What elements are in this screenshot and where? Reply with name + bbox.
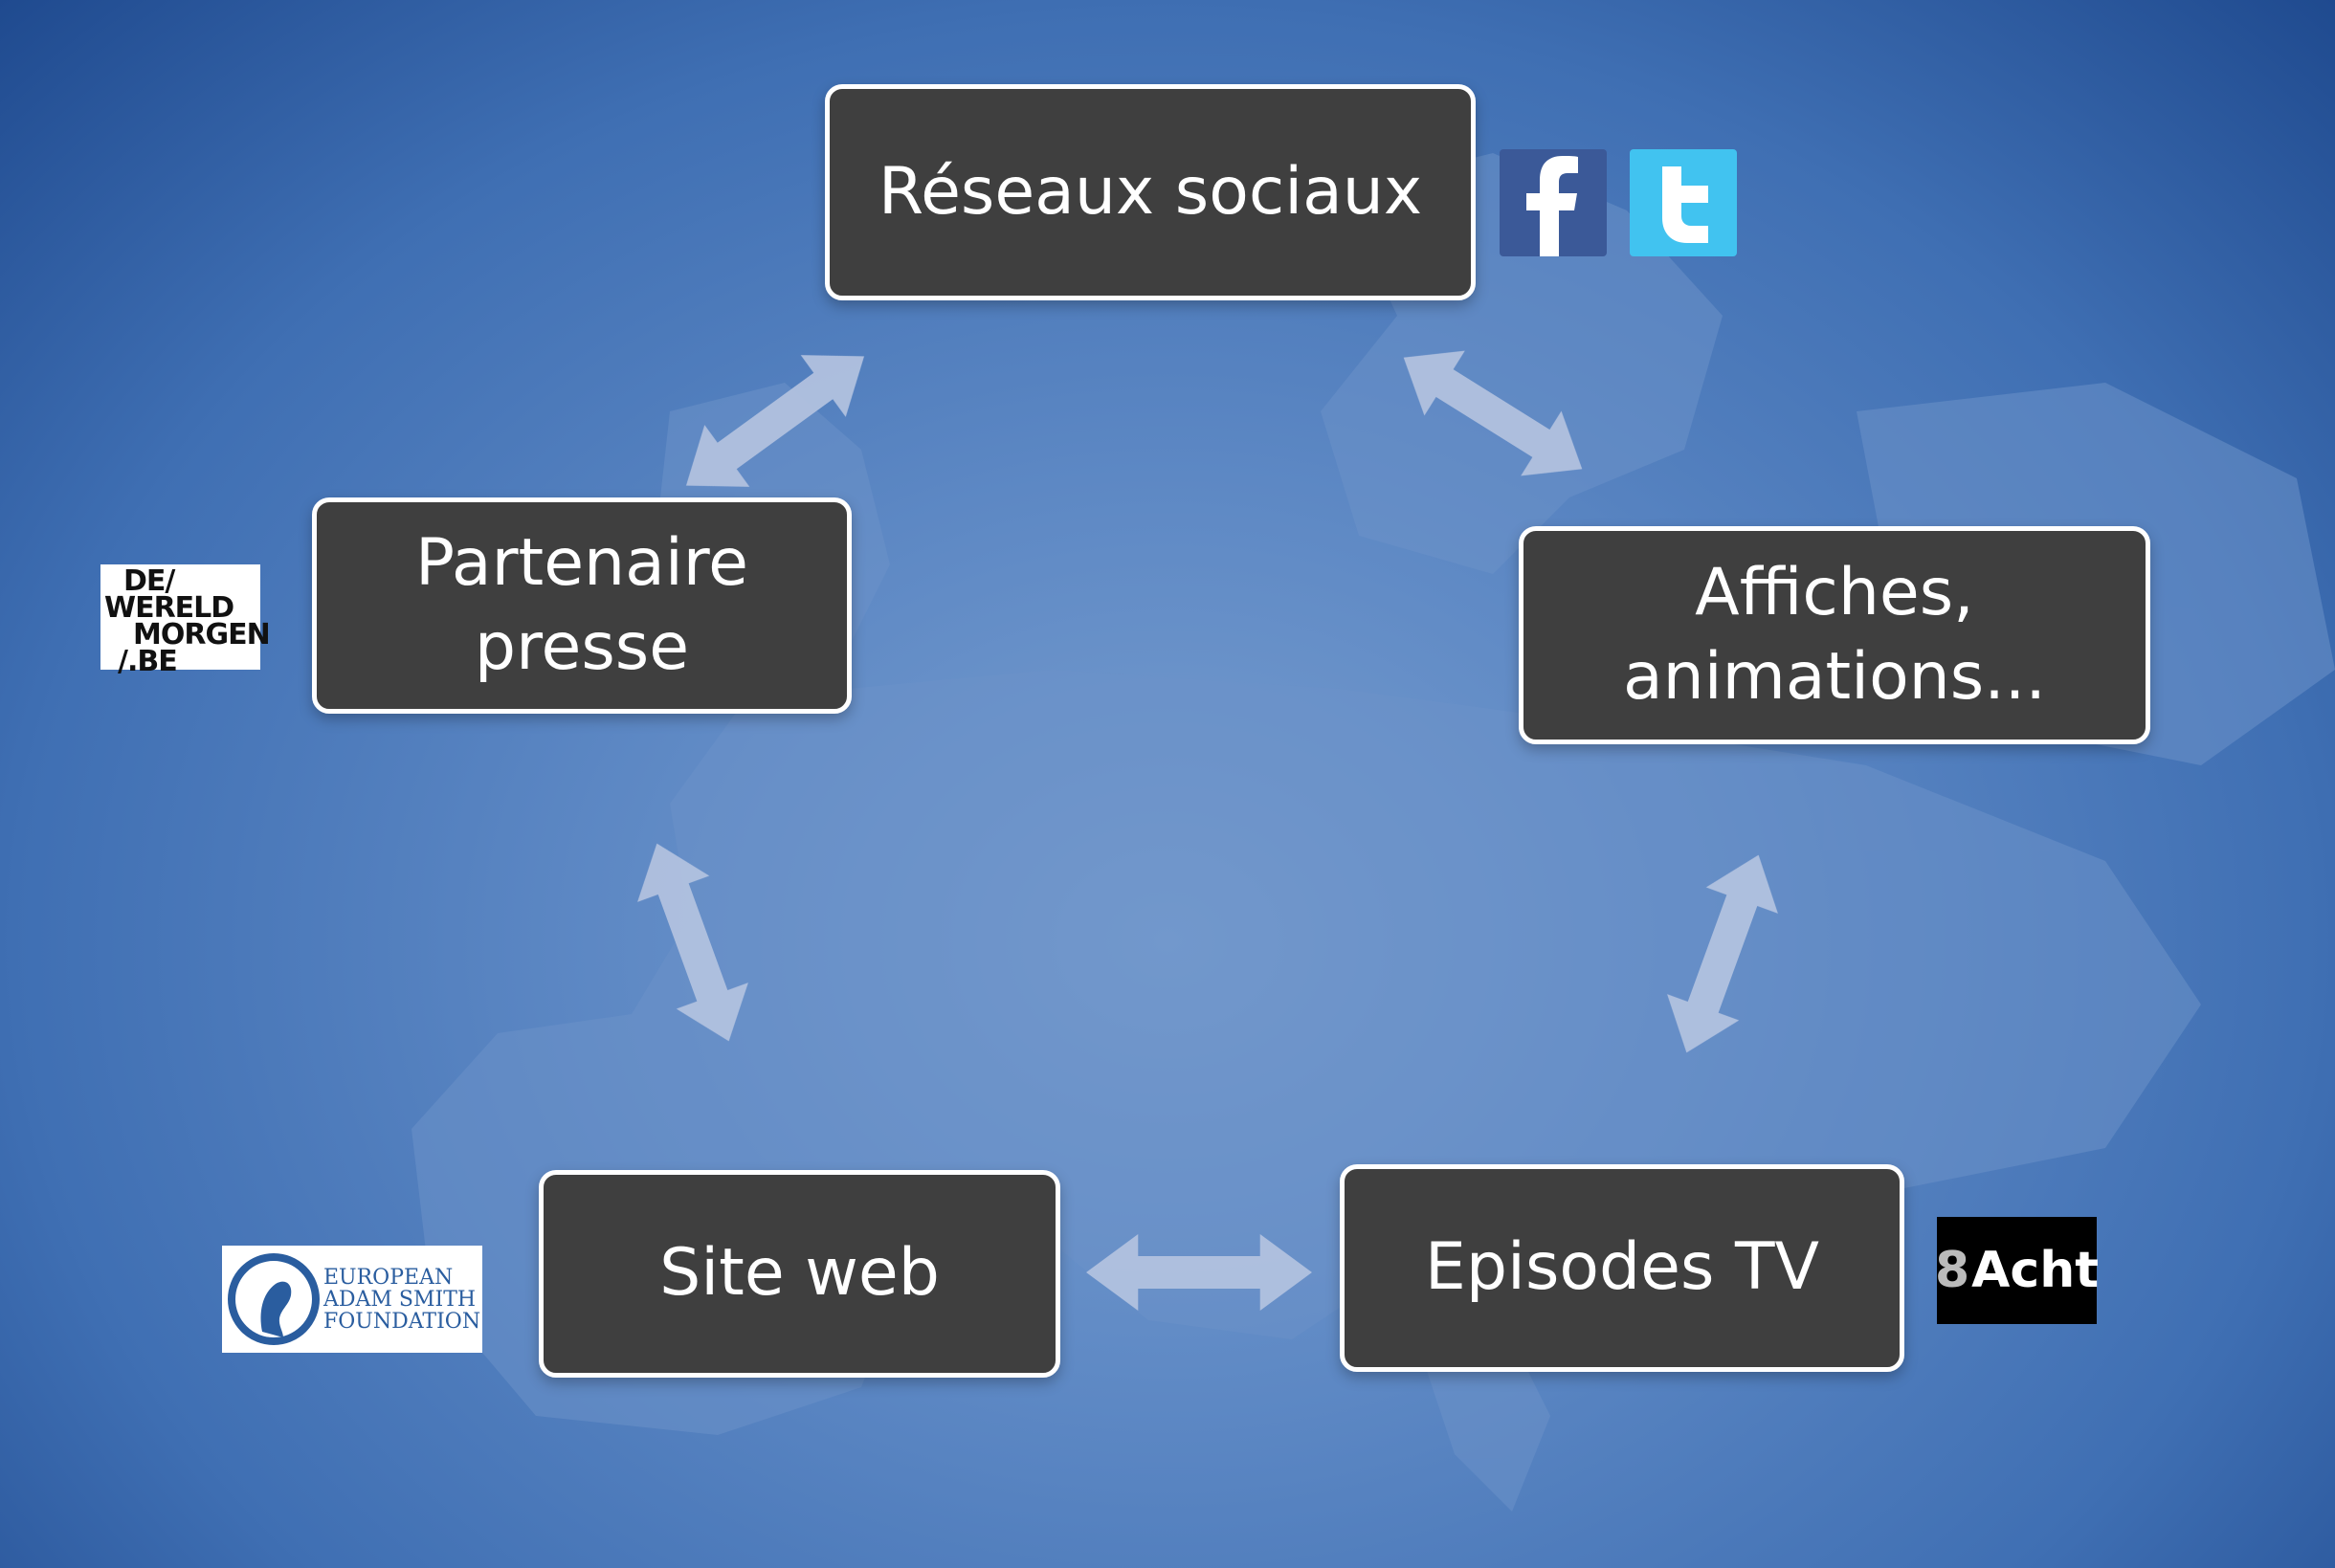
node-label: Site web xyxy=(659,1235,940,1312)
node-label: Affiches, animations... xyxy=(1622,554,2047,715)
portrait-emblem-icon xyxy=(228,1253,320,1345)
dwm-line-3: MORGEN xyxy=(133,618,271,651)
dewereldmorgen-logo: DE/ WERELD MORGEN /.BE xyxy=(100,564,271,676)
eas-line-1: EUROPEAN xyxy=(323,1266,454,1290)
arrow-reseaux-affiches xyxy=(1383,324,1603,502)
node-label: Episodes TV xyxy=(1424,1229,1820,1306)
twitter-glyph xyxy=(1662,166,1708,243)
node-affiches-animations: Affiches, animations... xyxy=(1519,526,2150,744)
node-label: Partenaire presse xyxy=(414,524,749,685)
arrow-affiches-episodes xyxy=(1650,841,1795,1067)
dwm-line-1: DE/ xyxy=(123,564,175,598)
arrow-partenaire-site xyxy=(620,829,766,1055)
eas-line-2: ADAM SMITH xyxy=(323,1288,477,1312)
dwm-line-4: /.BE xyxy=(118,645,178,678)
arrow-site-episodes xyxy=(1086,1234,1312,1311)
node-partenaire-presse: Partenaire presse xyxy=(312,497,852,714)
facebook-glyph xyxy=(1526,156,1578,256)
node-reseaux-sociaux: Réseaux sociaux xyxy=(825,84,1476,300)
dwm-line-2: WERELD xyxy=(104,591,234,625)
adam-smith-foundation-logo: EUROPEAN ADAM SMITH FOUNDATION xyxy=(222,1246,482,1353)
acht-text: Acht xyxy=(1971,1242,2100,1299)
node-label: Réseaux sociaux xyxy=(878,153,1423,230)
node-episodes-tv: Episodes TV xyxy=(1340,1164,1904,1372)
acht-mark: 8 xyxy=(1934,1242,1970,1299)
twitter-icon xyxy=(1630,149,1737,256)
eas-line-3: FOUNDATION xyxy=(323,1310,481,1334)
node-site-web: Site web xyxy=(539,1170,1060,1378)
arrow-reseaux-partenaire xyxy=(663,325,887,517)
acht-logo: 8 Acht xyxy=(1934,1217,2100,1324)
facebook-icon xyxy=(1500,149,1607,256)
